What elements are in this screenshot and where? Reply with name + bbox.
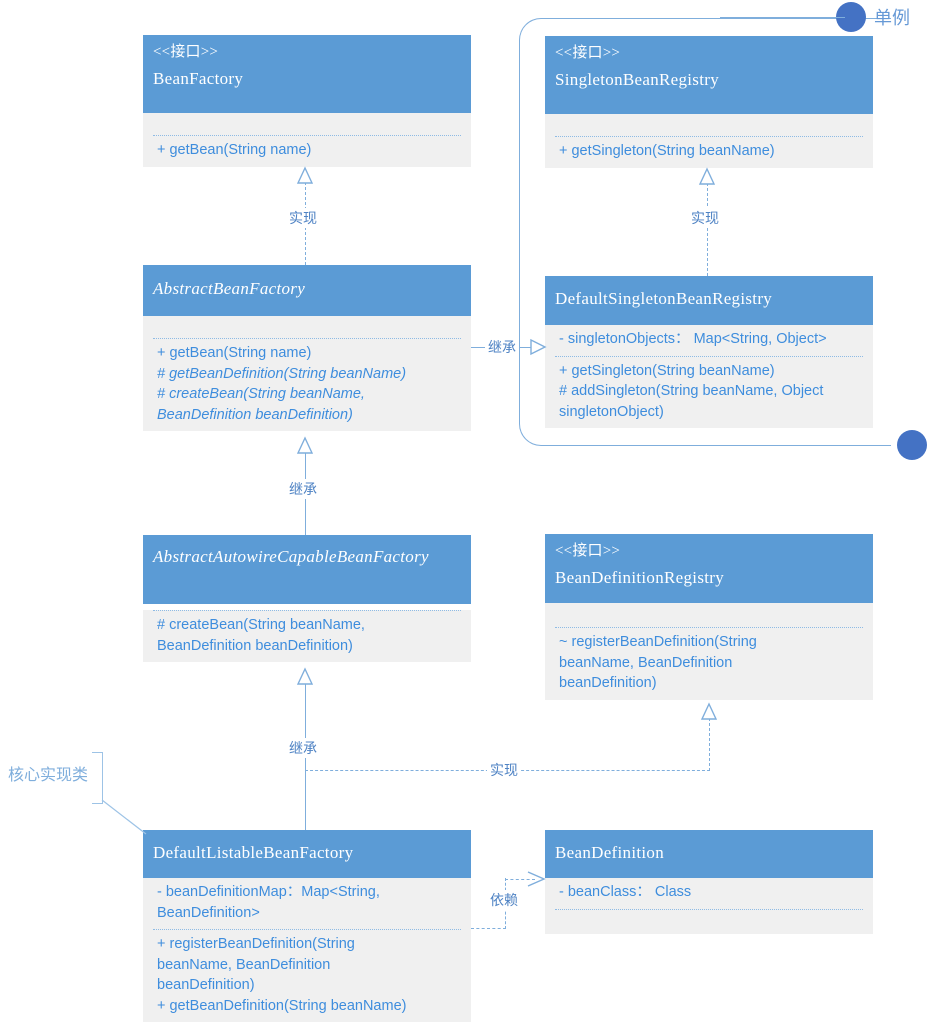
operation-item: # createBean(String beanName, BeanDefini… bbox=[157, 386, 365, 423]
section-divider bbox=[153, 135, 461, 136]
connector-label-inherit-listable-to-autowire: 继承 bbox=[286, 738, 320, 758]
class-box-bean-factory[interactable]: <<接口>> BeanFactory + getBean(String name… bbox=[143, 35, 471, 167]
operations-section: ~ registerBeanDefinition(String beanName… bbox=[545, 628, 873, 700]
attributes-section bbox=[545, 603, 873, 627]
singleton-note-label: 单例 bbox=[874, 8, 910, 28]
operations-section: + registerBeanDefinition(String beanName… bbox=[143, 930, 471, 1022]
class-header-bean-definition: BeanDefinition bbox=[545, 830, 873, 878]
class-box-default-listable-bean-factory[interactable]: DefaultListableBeanFactory - beanDefinit… bbox=[143, 830, 471, 1023]
class-name: AbstractBeanFactory bbox=[153, 279, 306, 298]
connector-label-implements-bean-factory: 实现 bbox=[286, 208, 320, 228]
class-box-abstract-bean-factory[interactable]: AbstractBeanFactory + getBean(String nam… bbox=[143, 265, 471, 432]
attributes-section: - singletonObjects： Map<String, Object> bbox=[545, 325, 873, 356]
class-body-abstract-bean-factory: + getBean(String name) # getBeanDefiniti… bbox=[143, 316, 471, 432]
class-box-singleton-bean-registry[interactable]: <<接口>> SingletonBeanRegistry + getSingle… bbox=[545, 36, 873, 168]
operation-item: + registerBeanDefinition(String beanName… bbox=[157, 936, 355, 994]
section-divider bbox=[555, 908, 863, 910]
operations-section bbox=[545, 910, 873, 934]
connector-label-implements-singleton-registry: 实现 bbox=[688, 208, 722, 228]
stereotype-label: <<接口>> bbox=[555, 543, 621, 559]
operation-item: + getSingleton(String beanName) bbox=[559, 143, 775, 159]
operations-section: + getSingleton(String beanName) # addSin… bbox=[545, 357, 873, 429]
operation-item: ~ registerBeanDefinition(String beanName… bbox=[559, 634, 757, 692]
stereotype-label: <<接口>> bbox=[555, 45, 621, 61]
attribute-item: - beanClass： Class bbox=[559, 884, 692, 900]
arrowhead-implements-bean-definition-registry bbox=[700, 702, 718, 720]
core-impl-leader-line bbox=[101, 799, 147, 835]
class-name: BeanDefinition bbox=[555, 843, 665, 862]
class-header-bean-definition-registry: <<接口>> BeanDefinitionRegistry bbox=[545, 534, 873, 603]
section-divider bbox=[153, 610, 461, 611]
connector-label-inherit-abstract-to-default-singleton: 继承 bbox=[485, 337, 519, 357]
class-box-bean-definition-registry[interactable]: <<接口>> BeanDefinitionRegistry ~ register… bbox=[545, 534, 873, 700]
arrowhead-implements-bean-factory bbox=[296, 166, 314, 184]
operation-item: # addSingleton(String beanName, Object s… bbox=[559, 383, 824, 420]
class-name: AbstractAutowireCapableBeanFactory bbox=[153, 547, 429, 566]
attribute-item: - beanDefinitionMap：Map<String, BeanDefi… bbox=[157, 884, 380, 921]
class-header-abstract-bean-factory: AbstractBeanFactory bbox=[143, 265, 471, 316]
operation-item: + getSingleton(String beanName) bbox=[559, 362, 775, 379]
class-body-abstract-autowire-capable-bean-factory: # createBean(String beanName, BeanDefini… bbox=[143, 610, 471, 663]
connector-implements-singleton-registry bbox=[707, 183, 708, 276]
class-header-bean-factory: <<接口>> BeanFactory bbox=[143, 35, 471, 113]
connector-depends-listable-to-definition-bottom bbox=[471, 928, 506, 929]
singleton-marker-dot-bottom bbox=[897, 430, 927, 460]
class-name: BeanDefinitionRegistry bbox=[555, 567, 725, 587]
class-body-bean-definition-registry: ~ registerBeanDefinition(String beanName… bbox=[545, 603, 873, 700]
attributes-section: - beanDefinitionMap：Map<String, BeanDefi… bbox=[143, 878, 471, 929]
arrowhead-inherit-abstract-bean-factory bbox=[296, 436, 314, 454]
operation-item: + getBeanDefinition(String beanName) bbox=[157, 997, 407, 1014]
operations-section: + getBean(String name) # getBeanDefiniti… bbox=[143, 339, 471, 431]
class-name: DefaultSingletonBeanRegistry bbox=[555, 289, 773, 308]
stereotype-label: <<接口>> bbox=[153, 44, 219, 60]
class-header-abstract-autowire-capable-bean-factory: AbstractAutowireCapableBeanFactory bbox=[143, 535, 471, 604]
class-body-bean-factory: + getBean(String name) bbox=[143, 113, 471, 167]
class-header-default-singleton-bean-registry: DefaultSingletonBeanRegistry bbox=[545, 276, 873, 325]
arrowhead-inherit-autowire-capable bbox=[296, 667, 314, 685]
attributes-section bbox=[143, 316, 471, 338]
section-divider bbox=[555, 136, 863, 137]
operation-item: # createBean(String beanName, BeanDefini… bbox=[157, 617, 365, 654]
section-divider bbox=[555, 355, 863, 357]
connector-label-implements-listable-to-registry: 实现 bbox=[487, 760, 521, 780]
class-body-default-singleton-bean-registry: - singletonObjects： Map<String, Object> … bbox=[545, 325, 873, 429]
core-impl-note-label: 核心实现类 bbox=[8, 767, 89, 784]
section-divider bbox=[153, 338, 461, 339]
singleton-group-bracket bbox=[519, 18, 891, 446]
section-divider bbox=[555, 627, 863, 628]
operations-section: + getSingleton(String beanName) bbox=[545, 137, 873, 168]
attributes-section: - beanClass： Class bbox=[545, 878, 873, 909]
class-body-bean-definition: - beanClass： Class bbox=[545, 878, 873, 934]
class-name: SingletonBeanRegistry bbox=[555, 69, 720, 89]
attributes-section bbox=[143, 113, 471, 135]
connector-label-inherit-autowire-to-abstract: 继承 bbox=[286, 479, 320, 499]
class-name: DefaultListableBeanFactory bbox=[153, 843, 354, 862]
section-divider bbox=[153, 929, 461, 931]
class-body-singleton-bean-registry: + getSingleton(String beanName) bbox=[545, 114, 873, 168]
connector-label-depends-listable-to-definition: 依赖 bbox=[487, 890, 521, 910]
attribute-item: - singletonObjects： Map<String, Object> bbox=[559, 331, 827, 347]
class-name: BeanFactory bbox=[153, 68, 244, 88]
operations-section: + getBean(String name) bbox=[143, 136, 471, 167]
operations-section: # createBean(String beanName, BeanDefini… bbox=[143, 611, 471, 662]
connector-implements-listable-to-registry-vertical bbox=[709, 718, 710, 771]
attributes-section bbox=[545, 114, 873, 136]
class-header-singleton-bean-registry: <<接口>> SingletonBeanRegistry bbox=[545, 36, 873, 114]
class-box-abstract-autowire-capable-bean-factory[interactable]: AbstractAutowireCapableBeanFactory # cre… bbox=[143, 535, 471, 663]
core-impl-bracket bbox=[92, 752, 103, 804]
class-header-default-listable-bean-factory: DefaultListableBeanFactory bbox=[143, 830, 471, 878]
operation-item: # getBeanDefinition(String beanName) bbox=[157, 365, 407, 382]
class-box-bean-definition[interactable]: BeanDefinition - beanClass： Class bbox=[545, 830, 873, 934]
class-body-default-listable-bean-factory: - beanDefinitionMap：Map<String, BeanDefi… bbox=[143, 878, 471, 1023]
operation-item: + getBean(String name) bbox=[157, 142, 312, 158]
singleton-leader-top bbox=[720, 17, 845, 18]
connector-depends-listable-to-definition-top bbox=[505, 879, 535, 880]
operation-item: + getBean(String name) bbox=[157, 345, 312, 361]
class-box-default-singleton-bean-registry[interactable]: DefaultSingletonBeanRegistry - singleton… bbox=[545, 276, 873, 429]
